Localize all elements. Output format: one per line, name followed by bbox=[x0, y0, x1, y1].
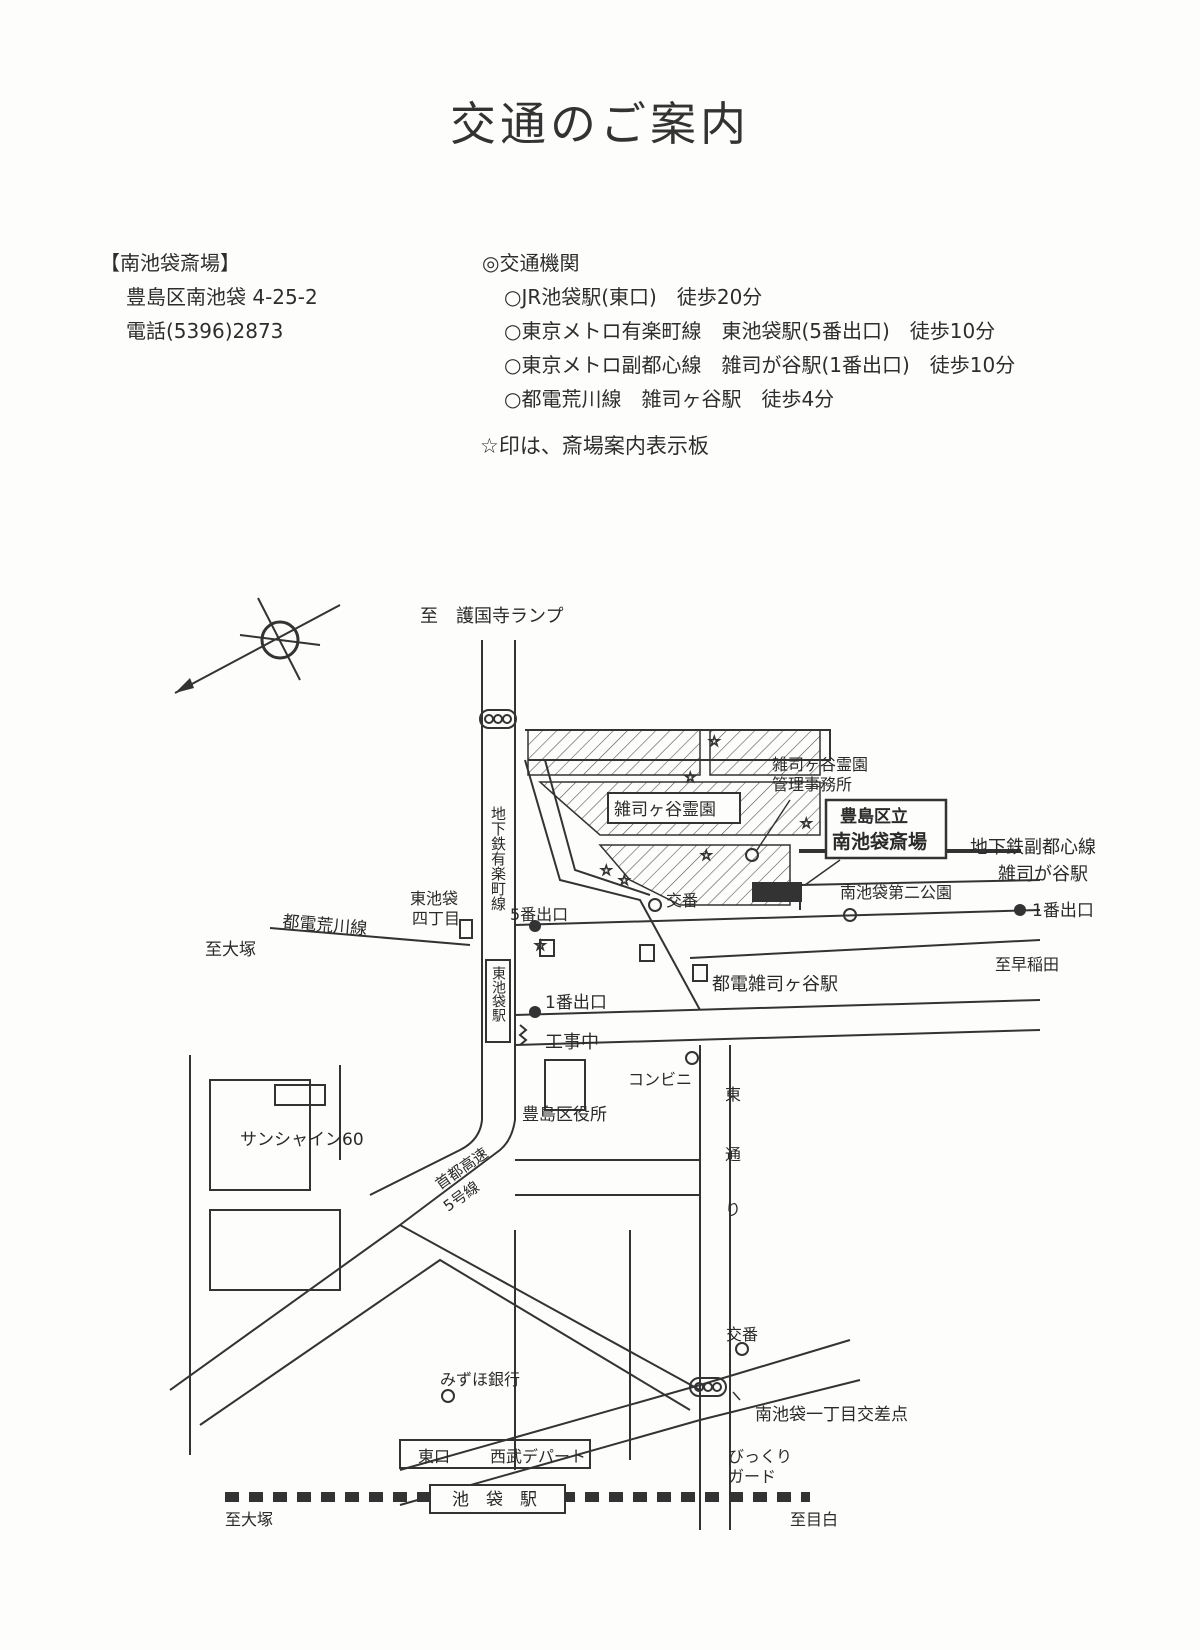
label-bikkuri-1: びっくり bbox=[728, 1447, 792, 1466]
compass-icon bbox=[174, 597, 341, 694]
landmark-circle-icon bbox=[685, 1051, 699, 1065]
transit-info: ◎交通機関 ○JR池袋駅(東口) 徒歩20分 ○東京メトロ有楽町線 東池袋駅(5… bbox=[482, 246, 1015, 416]
label-sunshine: サンシャイン60 bbox=[240, 1130, 364, 1150]
label-ikebukuro: 池 袋 駅 bbox=[452, 1490, 537, 1510]
label-higashi4-2: 四丁目 bbox=[412, 909, 460, 928]
label-to-otsuka-top: 至大塚 bbox=[205, 940, 256, 960]
label-higashi-ikebukuro-station: 東池袋駅 bbox=[490, 966, 506, 1022]
label-koban-top: 交番 bbox=[666, 891, 698, 910]
svg-text:☆: ☆ bbox=[600, 863, 613, 879]
road-network bbox=[169, 640, 1041, 1530]
label-cemetery-office-2: 管理事務所 bbox=[772, 775, 852, 794]
venue-address: 豊島区南池袋 4-25-2 bbox=[126, 285, 318, 309]
label-to-gokokuji: 至 護国寺ランプ bbox=[420, 606, 563, 627]
label-cemetery: 雑司ヶ谷霊園 bbox=[614, 800, 716, 820]
label-to-otsuka-bottom: 至大塚 bbox=[225, 1510, 273, 1529]
label-funeral-hall-2: 南池袋斎場 bbox=[832, 830, 927, 853]
leader-line bbox=[732, 1391, 741, 1401]
svg-text:☆: ☆ bbox=[700, 848, 713, 864]
label-fukutoshin-1: 地下鉄副都心線 bbox=[970, 837, 1096, 858]
label-exit1-left: 1番出口 bbox=[545, 993, 607, 1013]
label-construction: 工事中 bbox=[545, 1032, 599, 1053]
leader-line bbox=[756, 799, 791, 851]
label-to-mejiro: 至目白 bbox=[790, 1510, 838, 1529]
sign-note: ☆印は、斎場案内表示板 bbox=[480, 434, 709, 458]
traffic-signal-icon bbox=[479, 709, 517, 729]
label-seibu: 西武デパート bbox=[490, 1447, 586, 1466]
label-exit1-right: 1番出口 bbox=[1032, 901, 1094, 921]
koban-icon bbox=[648, 898, 662, 912]
label-funeral-hall-1: 豊島区立 bbox=[840, 806, 908, 827]
svg-text:☆: ☆ bbox=[684, 770, 697, 786]
access-map: ☆ ☆ ☆ ☆ ☆ ☆ ☆ 至 護国寺ランプ 雑司ヶ谷霊園 管理事務所 雑司ヶ谷… bbox=[169, 597, 1096, 1530]
label-park: 南池袋第二公園 bbox=[840, 883, 952, 902]
venue-info: 【南池袋斎場】 豊島区南池袋 4-25-2 電話(5396)2873 bbox=[100, 246, 318, 348]
star-sign-icon: ☆ ☆ ☆ ☆ ☆ ☆ ☆ bbox=[533, 733, 813, 954]
higashi-ikebukuro-sign bbox=[485, 959, 511, 1043]
label-arakawa: 都電荒川線 bbox=[282, 912, 368, 939]
label-to-waseda: 至早稲田 bbox=[995, 955, 1059, 974]
construction-mark bbox=[518, 1024, 528, 1046]
label-exit5: 5番出口 bbox=[510, 905, 568, 924]
toden-arakawa-line bbox=[269, 927, 1041, 959]
page-title: 交通のご案内 bbox=[450, 97, 750, 151]
label-east-exit: 東口 bbox=[418, 1447, 450, 1466]
svg-text:☆: ☆ bbox=[618, 873, 631, 889]
transit-route: ○JR池袋駅(東口) 徒歩20分 bbox=[504, 285, 763, 309]
svg-text:☆: ☆ bbox=[800, 816, 813, 832]
transit-route: ○東京メトロ有楽町線 東池袋駅(5番出口) 徒歩10分 bbox=[504, 319, 996, 343]
label-mizuho: みずほ銀行 bbox=[440, 1370, 520, 1389]
traffic-signal-icon bbox=[689, 1377, 727, 1397]
label-cemetery-office-1: 雑司ヶ谷霊園 bbox=[772, 755, 868, 774]
label-higashi-dori-2: 通 bbox=[725, 1145, 741, 1164]
label-yurakucho: 地下鉄有楽町線 bbox=[489, 806, 507, 911]
label-ward-office: 豊島区役所 bbox=[522, 1105, 607, 1125]
svg-text:☆: ☆ bbox=[708, 734, 721, 750]
label-higashi-dori-3: り bbox=[725, 1200, 741, 1219]
label-toden-station: 都電雑司ヶ谷駅 bbox=[712, 974, 838, 995]
label-koban-bottom: 交番 bbox=[726, 1325, 758, 1344]
label-fukutoshin-2: 雑司が谷駅 bbox=[998, 864, 1088, 885]
landmark-circle-icon bbox=[745, 848, 759, 862]
station-exit-icon bbox=[1014, 904, 1026, 916]
funeral-hall-building bbox=[752, 882, 802, 902]
label-konbini: コンビニ bbox=[628, 1070, 692, 1089]
funeral-hall-sign bbox=[824, 798, 948, 860]
leader-line bbox=[804, 859, 841, 886]
station-exit-icon bbox=[529, 920, 541, 932]
transit-route: ○都電荒川線 雑司ヶ谷駅 徒歩4分 bbox=[504, 387, 835, 411]
venue-phone: 電話(5396)2873 bbox=[126, 319, 284, 343]
transit-heading: ◎交通機関 bbox=[482, 251, 580, 275]
jr-line bbox=[225, 1484, 810, 1514]
koban-icon bbox=[735, 1342, 749, 1356]
landmark-circle-icon bbox=[441, 1389, 455, 1403]
label-higashi4-1: 東池袋 bbox=[410, 889, 458, 908]
transit-route: ○東京メトロ副都心線 雑司が谷駅(1番出口) 徒歩10分 bbox=[504, 353, 1016, 377]
label-bikkuri-2: ガード bbox=[728, 1467, 776, 1486]
label-higashi-dori-1: 東 bbox=[725, 1085, 741, 1104]
svg-text:☆: ☆ bbox=[534, 938, 547, 954]
venue-name: 【南池袋斎場】 bbox=[100, 251, 240, 275]
label-crossing: 南池袋一丁目交差点 bbox=[755, 1405, 908, 1425]
station-exit-icon bbox=[529, 1006, 541, 1018]
cemetery-sign bbox=[607, 792, 741, 824]
landmark-circle-icon bbox=[843, 908, 857, 922]
